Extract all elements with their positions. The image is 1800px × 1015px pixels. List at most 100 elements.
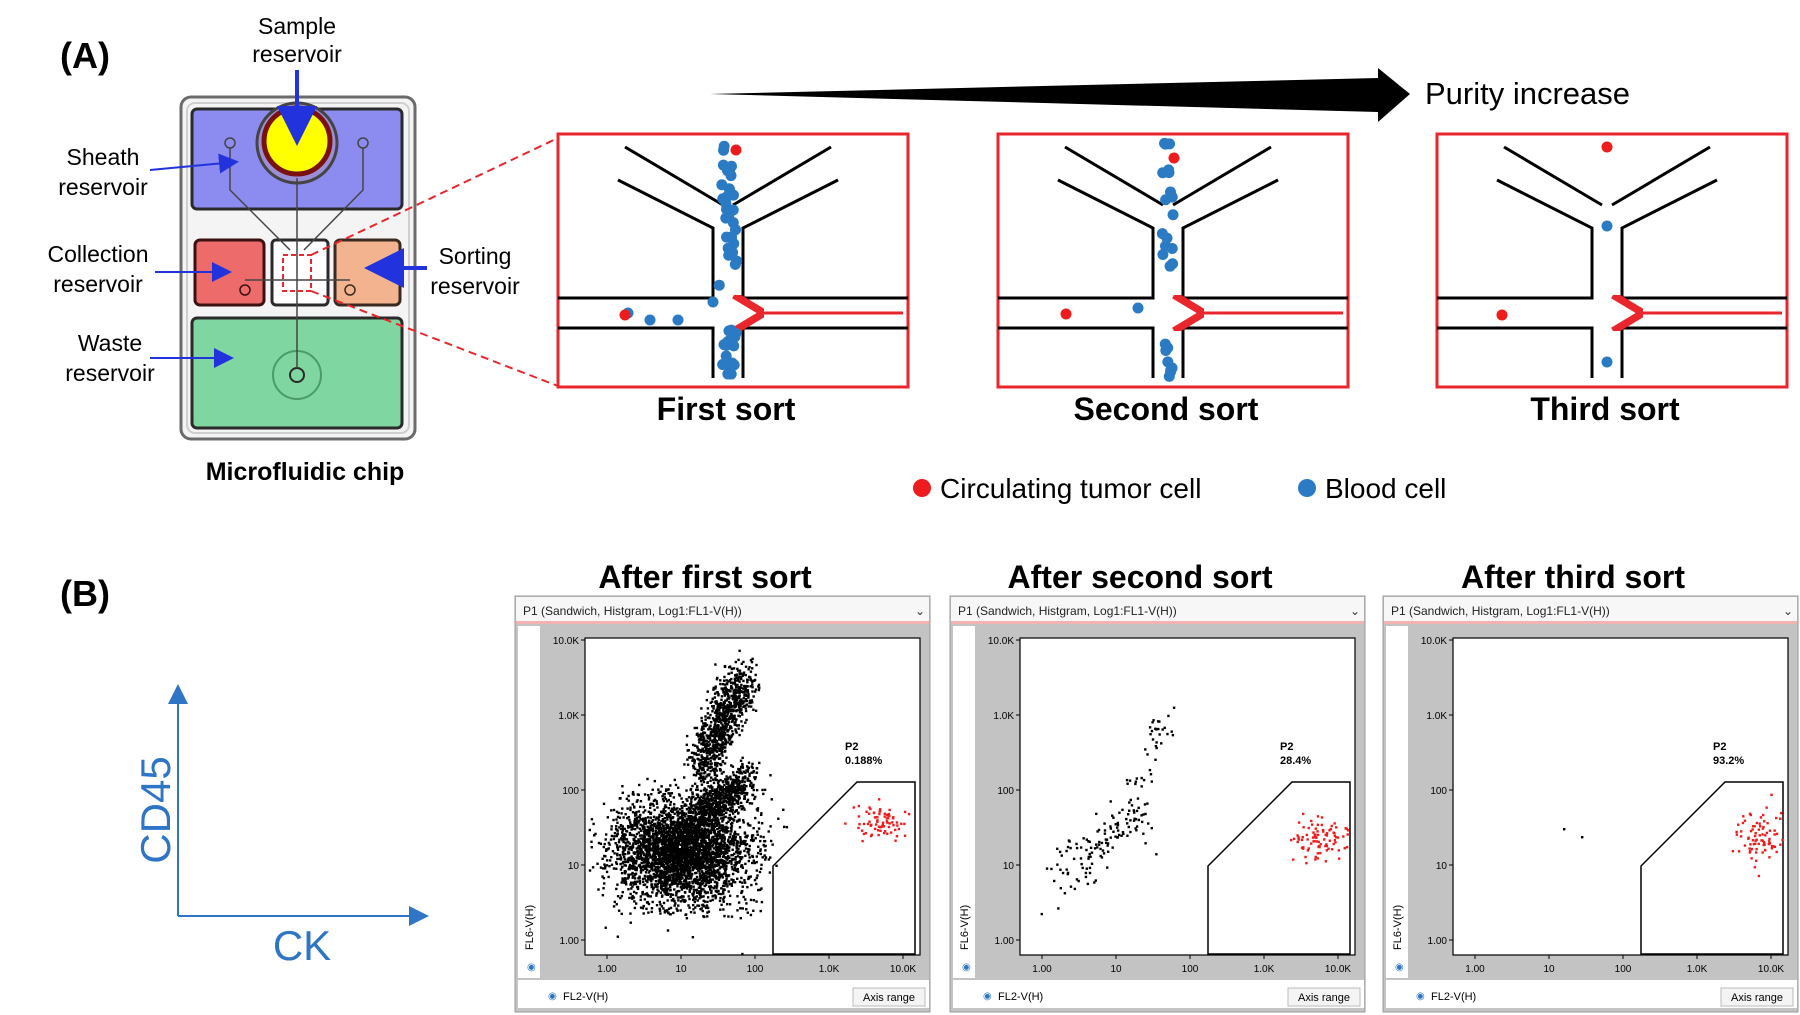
blood-event — [670, 792, 674, 795]
blood-event — [707, 807, 710, 810]
blood-event — [751, 686, 754, 689]
blood-event — [693, 759, 696, 763]
blood-event — [697, 735, 700, 738]
blood-event — [715, 764, 719, 767]
blood-event — [647, 911, 650, 914]
blood-event — [692, 852, 696, 855]
blood-event — [702, 821, 705, 824]
blood-event — [628, 896, 631, 900]
blood-event — [715, 885, 719, 888]
blood-event — [732, 695, 735, 698]
blood-event — [714, 845, 718, 848]
blood-event — [742, 788, 746, 792]
blood-event — [741, 702, 744, 705]
blood-event — [683, 870, 687, 873]
blood-event — [721, 727, 724, 731]
blood-event — [714, 746, 718, 749]
blood-event — [694, 752, 698, 755]
blood-event — [625, 830, 629, 833]
blood-event — [680, 870, 683, 874]
blood-event — [657, 829, 661, 832]
blood-event — [733, 701, 736, 704]
blood-event — [689, 811, 693, 814]
blood-event — [718, 735, 721, 738]
blood-event — [717, 717, 720, 720]
blood-event — [720, 745, 723, 748]
blood-event — [698, 764, 701, 767]
blood-event — [675, 868, 678, 871]
blood-event — [690, 796, 693, 800]
blood-event — [653, 842, 657, 845]
blood-event — [727, 849, 731, 852]
blood-event — [704, 865, 707, 869]
blood-event — [768, 871, 772, 874]
blood-event — [693, 834, 697, 837]
blood-event — [733, 881, 737, 884]
blood-event — [693, 845, 697, 848]
blood-event — [667, 792, 670, 795]
blood-event — [689, 820, 693, 824]
blood-event — [681, 817, 684, 821]
blood-event — [720, 824, 723, 827]
blood-event — [716, 805, 720, 809]
blood-event — [681, 806, 684, 810]
blood-event — [642, 846, 645, 849]
blood-event — [718, 800, 721, 804]
blood-event — [710, 790, 713, 793]
blood-event — [694, 818, 697, 822]
blood-event — [632, 858, 635, 861]
blood-event — [653, 844, 657, 847]
blood-event — [690, 800, 693, 804]
blood-event — [644, 832, 647, 836]
blood-event — [749, 705, 753, 708]
blood-event — [714, 821, 717, 825]
blood-event — [722, 709, 725, 712]
blood-event — [724, 849, 727, 852]
blood-event — [709, 713, 712, 717]
blood-event — [594, 832, 597, 836]
blood-event — [607, 847, 610, 850]
blood-event — [746, 834, 749, 837]
blood-event — [752, 859, 756, 862]
blood-event — [679, 863, 683, 866]
blood-event — [704, 836, 707, 839]
blood-event — [637, 831, 641, 834]
blood-event — [634, 902, 638, 905]
blood-event — [720, 903, 723, 907]
blood-event — [695, 834, 699, 837]
blood-event — [674, 878, 677, 881]
blood-event — [656, 888, 659, 891]
blood-event — [662, 799, 666, 803]
blood-event — [713, 805, 717, 809]
blood-event — [644, 871, 648, 874]
blood-event — [656, 833, 659, 837]
blood-event — [709, 727, 712, 731]
blood-event — [720, 838, 723, 841]
blood-event — [747, 766, 750, 770]
blood-event — [694, 880, 697, 883]
blood-event — [636, 799, 639, 802]
blood-event — [714, 788, 717, 791]
blood-event — [720, 865, 723, 869]
blood-event — [678, 850, 681, 853]
blood-event — [733, 832, 736, 836]
blood-event — [677, 899, 680, 902]
blood-event — [669, 819, 672, 822]
blood-event — [747, 778, 750, 781]
blood-event — [733, 681, 736, 685]
blood-event — [621, 785, 624, 788]
blood-event — [723, 750, 727, 753]
blood-event — [668, 877, 672, 881]
blood-event — [710, 874, 714, 877]
blood-event — [724, 845, 727, 848]
blood-event — [665, 888, 669, 892]
blood-event — [667, 855, 671, 858]
blood-event — [635, 840, 638, 843]
blood-event — [741, 690, 745, 693]
blood-event — [725, 699, 728, 702]
blood-event — [645, 833, 649, 836]
blood-event — [714, 731, 718, 734]
blood-event — [718, 827, 721, 830]
blood-event — [675, 879, 679, 882]
blood-event — [712, 707, 715, 710]
